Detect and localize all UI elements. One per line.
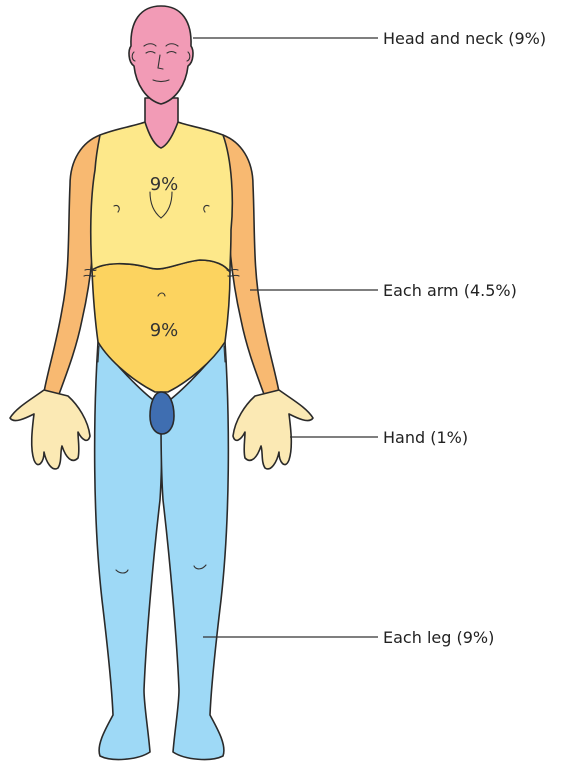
- head-neck-label: Head and neck (9%): [383, 29, 546, 48]
- right-hand: [233, 390, 313, 469]
- left-hand: [10, 390, 90, 469]
- leg-label: Each leg (9%): [383, 628, 494, 647]
- head: [129, 6, 193, 104]
- hand-label: Hand (1%): [383, 428, 468, 447]
- chest-percent-label: 9%: [150, 174, 179, 195]
- abdomen-percent-label: 9%: [150, 320, 179, 341]
- genitals: [150, 392, 174, 434]
- arm-label: Each arm (4.5%): [383, 281, 517, 300]
